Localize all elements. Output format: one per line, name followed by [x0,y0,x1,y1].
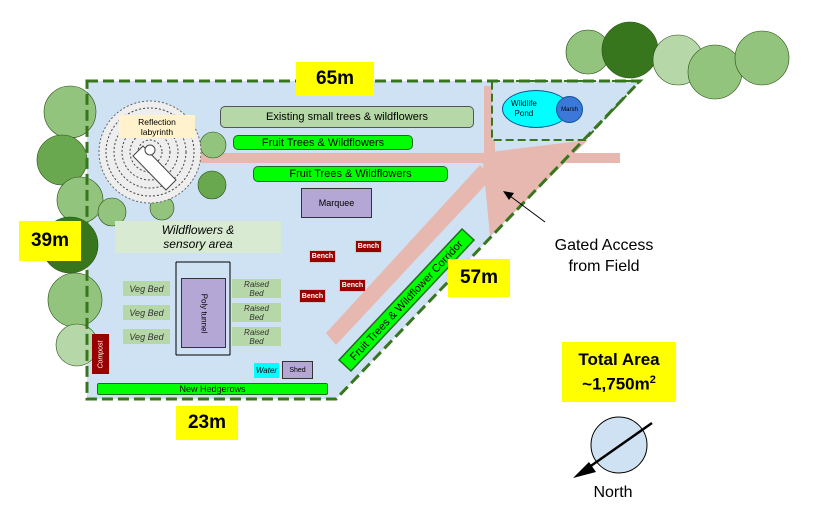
marquee: Marquee [301,188,372,218]
new-hedgerows: New Hedgerows [97,383,328,395]
total-area-value: ~1,750m [582,374,650,394]
top-length-label: 65m [296,62,374,96]
bench: Bench [339,279,366,292]
total-area-label: Total Area [578,350,660,370]
compass-icon [573,416,653,478]
poly-tunnel: Poly tunnel [181,278,226,348]
shed: Shed [282,361,313,379]
total-area-value-line: ~1,750m2 [582,370,656,395]
raised-bed: Raised Bed [232,303,281,322]
diagonal-length-label: 57m [448,259,510,297]
left-width-label: 39m [19,221,81,261]
veg-bed: Veg Bed [123,329,170,344]
plot-boundary [85,79,644,401]
existing-trees-area: Existing small trees & wildflowers [220,106,474,128]
fruit-trees-strip-upper: Fruit Trees & Wildflowers [233,135,413,150]
water-tank: Water [254,363,279,378]
tree-canopies [36,21,790,367]
total-area-box: Total Area ~1,750m2 [562,342,676,402]
bench: Bench [309,250,336,263]
marsh: Marsh [556,96,583,123]
poly-tunnel-label: Poly tunnel [199,293,208,333]
labyrinth-label: Reflection labyrinth [119,115,195,138]
raised-bed: Raised Bed [232,279,281,298]
raised-bed: Raised Bed [232,327,281,346]
gated-access-label: Gated Access from Field [554,237,654,275]
compost: Compost [92,334,109,374]
bottom-length-label: 23m [176,406,238,440]
bench: Bench [299,289,326,303]
gated-access-arrow [503,191,546,223]
compost-label: Compost [97,339,105,369]
bench: Bench [355,240,382,253]
veg-bed: Veg Bed [123,281,170,296]
access-path [200,86,620,345]
wildflowers-sensory-area: Wildflowers & sensory area [115,221,281,253]
north-label: North [593,484,633,501]
poly-tunnel-frame [175,261,231,356]
veg-bed: Veg Bed [123,305,170,320]
total-area-superscript: 2 [649,374,656,387]
fruit-trees-strip-lower: Fruit Trees & Wildflowers [253,166,448,182]
